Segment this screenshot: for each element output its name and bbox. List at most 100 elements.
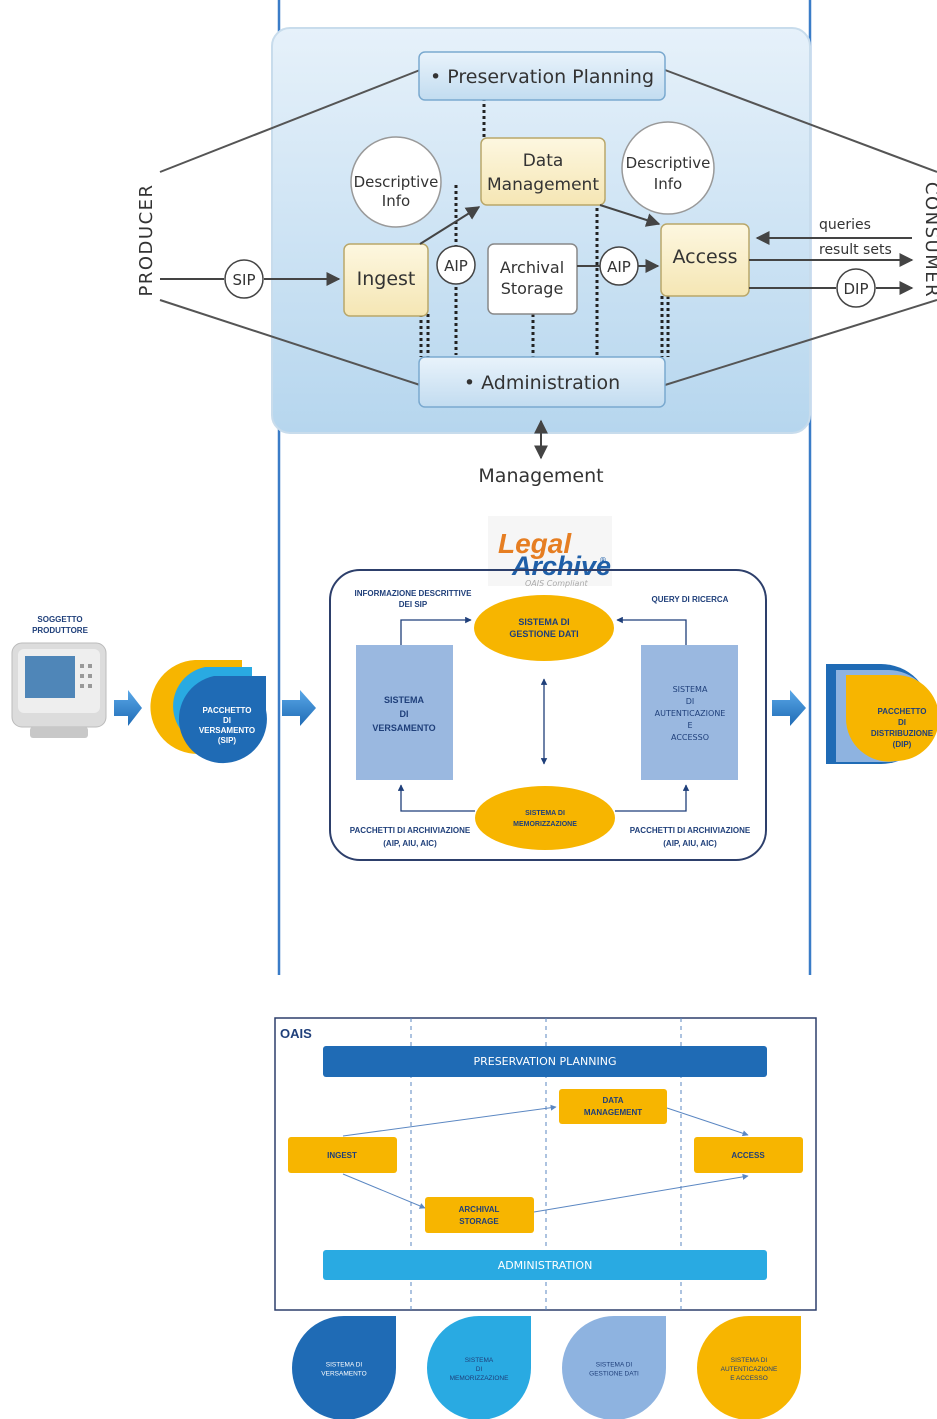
descriptive-info-circle-right [621, 121, 715, 215]
archival-storage-node [425, 1197, 534, 1233]
pacchetti-left-line2: (AIP, AIU, AIC) [383, 839, 437, 848]
sistema-versamento-box [356, 645, 453, 780]
drop-label: SISTEMA DI [326, 1362, 363, 1369]
access-node [694, 1137, 803, 1173]
dip-label: DIP [843, 280, 868, 298]
preservation-planning-label: • Preservation Planning [430, 66, 654, 88]
gestione-dati-line2: GESTIONE DATI [509, 629, 578, 639]
drop-shape [562, 1316, 666, 1419]
fat-arrow-1 [114, 690, 142, 726]
legal-archive-frame [329, 569, 767, 861]
autenticazione-line3: AUTENTICAZIONE [655, 709, 726, 718]
computer-icon [11, 642, 107, 738]
drop-shape [427, 1316, 531, 1419]
data-management-line1: Data [523, 151, 564, 171]
sistema-autenticazione-box [641, 645, 738, 780]
data-management-node-line1: DATA [602, 1096, 623, 1105]
aip-label-1: AIP [444, 257, 468, 275]
drop-label: DI [476, 1366, 483, 1373]
legal-archive-diagram: Legal Archive ® OAIS Compliant SOGGETTO … [11, 516, 937, 861]
info-desc-line1: INFORMAZIONE DESCRITTIVE [355, 589, 473, 598]
archival-storage-box [487, 243, 578, 315]
memorizzazione-line1: SISTEMA DI [525, 810, 565, 817]
aip-circle-1 [436, 245, 476, 285]
autenticazione-line2: DI [686, 697, 695, 706]
aip-label-2: AIP [607, 258, 631, 276]
archival-storage-line2: Storage [501, 279, 564, 298]
queries-label: queries [819, 217, 871, 233]
archival-storage-node-line1: ARCHIVAL [459, 1205, 500, 1214]
versamento-line2: DI [400, 709, 409, 719]
sip-package-icon [150, 660, 267, 764]
logo-archive-text: Archive [511, 551, 611, 581]
drop-label: GESTIONE DATI [589, 1371, 639, 1378]
drop-label: MEMORIZZAZIONE [450, 1375, 510, 1382]
autenticazione-line5: ACCESSO [671, 733, 709, 742]
management-label: Management [478, 465, 603, 487]
access-label: Access [672, 246, 737, 268]
ingest-node [288, 1137, 397, 1173]
data-management-node-line2: MANAGEMENT [584, 1108, 642, 1117]
result-sets-label: result sets [819, 242, 892, 258]
legal-archive-logo [488, 516, 612, 586]
administration-bar [323, 1250, 767, 1280]
descriptive-info-right-line2: Info [654, 175, 682, 193]
dip-pkg-line4: (DIP) [893, 740, 912, 749]
archival-storage-node-line2: STORAGE [459, 1217, 499, 1226]
versamento-line1: SISTEMA [384, 695, 425, 705]
drop-label: VERSAMENTO [321, 1371, 366, 1378]
versamento-line3: VERSAMENTO [372, 723, 435, 733]
drop-label: SISTEMA DI [731, 1357, 768, 1364]
drop-label: SISTEMA DI [596, 1362, 633, 1369]
logo-registered-mark: ® [599, 556, 607, 565]
fat-arrow-2 [282, 690, 316, 726]
dip-pkg-line2: DI [898, 718, 906, 727]
drop-shape [292, 1316, 396, 1419]
sip-pkg-line3: VERSAMENTO [199, 726, 255, 735]
ingest-box [343, 243, 429, 317]
descriptive-info-circle-left [350, 136, 442, 228]
pacchetti-right-line1: PACCHETTI DI ARCHIVIAZIONE [630, 826, 751, 835]
ingest-node-label: INGEST [327, 1151, 357, 1160]
autenticazione-line1: SISTEMA [673, 685, 708, 694]
oais-bottom-diagram: OAIS PRESERVATION PLANNING ADMINISTRATIO… [274, 1017, 817, 1419]
ingest-label: Ingest [357, 268, 416, 290]
sip-label: SIP [233, 271, 256, 289]
query-ricerca-label: QUERY DI RICERCA [652, 595, 729, 604]
info-desc-line2: DEI SIP [399, 600, 428, 609]
administration-label: • Administration [464, 372, 620, 394]
drop-label: AUTENTICAZIONE [721, 1366, 778, 1373]
descriptive-info-left-line1: Descriptive [354, 173, 439, 191]
autenticazione-line4: E [687, 721, 692, 730]
data-management-line2: Management [487, 175, 599, 195]
drop-label: E ACCESSO [730, 1375, 768, 1382]
gestione-dati-line1: SISTEMA DI [518, 617, 569, 627]
memorizzazione-ellipse [475, 786, 615, 850]
oais-top-diagram: • Preservation Planning • Administration… [136, 27, 937, 487]
pacchetti-right-line2: (AIP, AIU, AIC) [663, 839, 717, 848]
sip-pkg-line2: DI [223, 716, 231, 725]
access-node-label: ACCESS [731, 1151, 765, 1160]
drop-shape [697, 1316, 801, 1419]
soggetto-line2: PRODUTTORE [32, 626, 89, 635]
preservation-planning-box [418, 51, 666, 101]
producer-label: PRODUCER [136, 183, 157, 296]
fat-arrow-3 [772, 690, 806, 726]
preservation-planning-bar-label: PRESERVATION PLANNING [473, 1055, 616, 1068]
pacchetti-left-line1: PACCHETTI DI ARCHIVIAZIONE [350, 826, 471, 835]
oais-title: OAIS [280, 1026, 312, 1041]
dip-pkg-line1: PACCHETTO [877, 707, 926, 716]
gestione-dati-ellipse [474, 595, 614, 661]
logo-legal-text: Legal [498, 528, 572, 559]
consumer-label: CONSUMER [921, 182, 937, 298]
memorizzazione-line2: MEMORIZZAZIONE [513, 821, 577, 828]
logo-tagline: OAIS Compliant [525, 579, 589, 588]
sip-pkg-line1: PACCHETTO [202, 706, 251, 715]
sip-circle [224, 259, 264, 299]
administration-bar-label: ADMINISTRATION [498, 1259, 593, 1272]
descriptive-info-left-line2: Info [382, 192, 410, 210]
descriptive-info-right-line1: Descriptive [626, 154, 711, 172]
dip-circle [836, 268, 876, 308]
dip-package-icon [826, 664, 937, 764]
